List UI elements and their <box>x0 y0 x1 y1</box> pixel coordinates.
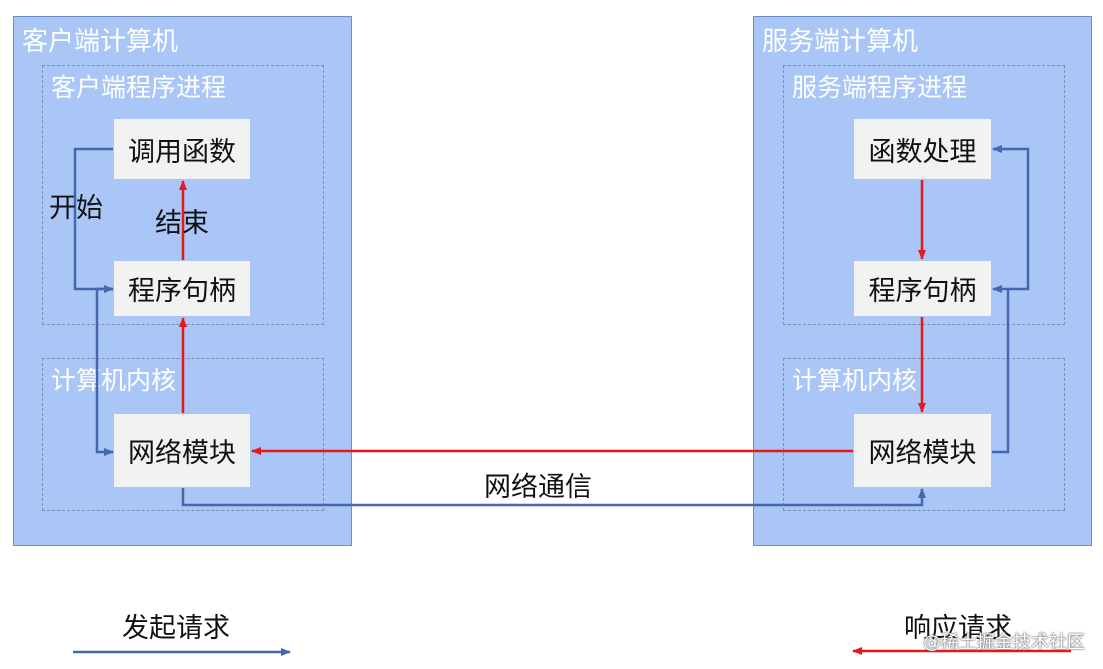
client-handle-box: 程序句柄 <box>114 261 250 316</box>
network-communication-label: 网络通信 <box>484 472 592 503</box>
server-process-title: 服务端程序进程 <box>792 73 968 102</box>
end-label: 结束 <box>155 208 209 239</box>
legend-response-label: 响应请求 <box>904 613 1012 644</box>
request-arrow-server-handle-to-function <box>992 145 1030 291</box>
request-arrow-server-network-to-handle <box>992 285 1010 454</box>
server-network-module-box: 网络模块 <box>854 414 991 487</box>
watermark: @稀土掘金技术社区 <box>923 632 1085 653</box>
client-computer-title: 客户端计算机 <box>22 27 179 57</box>
client-process-title: 客户端程序进程 <box>51 73 227 102</box>
server-handle-box: 程序句柄 <box>854 261 991 316</box>
legend-request-label: 发起请求 <box>122 613 230 644</box>
server-kernel-region: 计算机内核 <box>783 358 1065 511</box>
server-process-region: 服务端程序进程 <box>783 65 1065 325</box>
server-function-processing-box: 函数处理 <box>854 119 991 179</box>
request-arrow-network-communication <box>181 488 926 507</box>
client-call-function-box: 调用函数 <box>114 119 250 179</box>
client-kernel-title: 计算机内核 <box>51 366 177 395</box>
server-kernel-title: 计算机内核 <box>792 366 918 395</box>
request-arrow-handle-to-network <box>95 287 114 456</box>
client-process-region: 客户端程序进程 <box>42 65 324 325</box>
client-network-module-box: 网络模块 <box>114 414 250 487</box>
start-label: 开始 <box>49 193 103 224</box>
server-computer-title: 服务端计算机 <box>762 27 919 57</box>
request-arrow-start-to-handle <box>73 147 114 293</box>
